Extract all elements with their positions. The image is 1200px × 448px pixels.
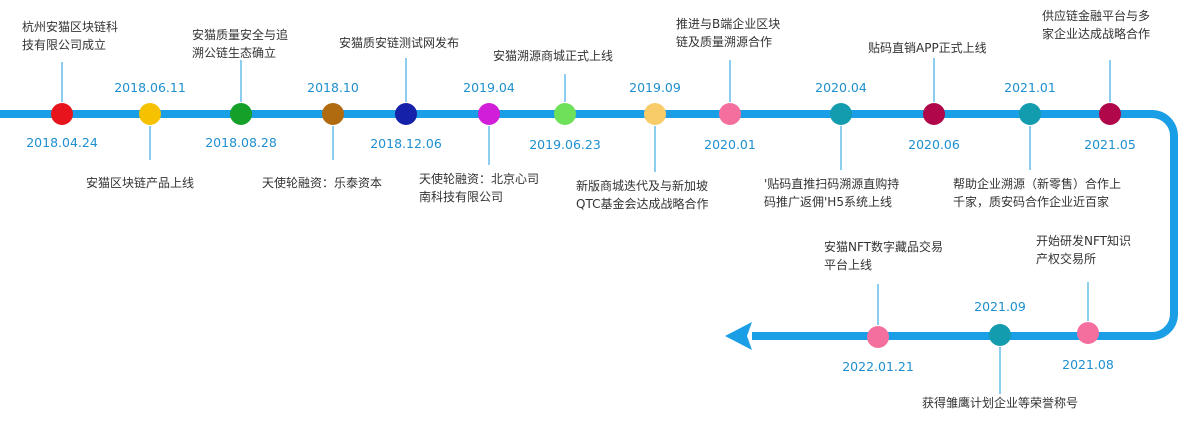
milestone-dot-2021-05 [1099,103,1121,125]
milestone-dot-2022-01-21 [867,326,889,348]
milestone-event: 杭州安猫区块链科技有限公司成立 [22,18,118,54]
milestone-date: 2019.04 [463,80,515,95]
milestone-event-line: 平台上线 [824,258,873,272]
milestone-dot-2020-04 [830,103,852,125]
milestone-event-line: 天使轮融资：北京心司 [419,172,540,186]
milestone-event-line: 天使轮融资：乐泰资本 [262,176,383,190]
milestone-date: 2021.01 [1004,80,1056,95]
milestone-dot-2021-09 [989,324,1011,346]
milestone-date: 2022.01.21 [842,359,914,374]
milestone-event-line: 技有限公司成立 [22,38,107,52]
milestone-dot-2021-08 [1077,322,1099,344]
milestone-event: 开始研发NFT知识产权交易所 [1036,232,1131,268]
milestone-date: 2019.06.23 [529,137,601,152]
milestone-event-line: 推进与B端企业区块 [676,17,781,31]
milestone-date: 2018.08.28 [205,135,277,150]
milestone-dot-2018-10 [322,103,344,125]
milestone-event-line: 新版商城迭代及与新加坡 [576,179,709,193]
milestone-event-line: 安猫溯源商城正式上线 [493,49,614,63]
milestone-event: 安猫质量安全与追溯公链生态确立 [192,26,288,62]
milestone-event: 贴码直销APP正式上线 [868,39,987,57]
milestone-event: 安猫区块链产品上线 [86,174,194,192]
milestone-date: 2019.09 [629,80,681,95]
milestone-event-line: 家企业达成战略合作 [1042,27,1151,41]
milestone-event-line: 获得雏鹰计划企业等荣誉称号 [922,396,1079,410]
milestone-event-line: 安猫区块链产品上线 [86,176,195,190]
milestone-event-line: 安猫NFT数字藏品交易 [824,240,943,254]
milestone-dot-2018-12-06 [395,103,417,125]
milestone-date: 2018.12.06 [370,136,442,151]
milestone-dot-2018-06-11 [139,103,161,125]
milestone-dot-2020-06 [923,103,945,125]
milestone-dot-2018-04-24 [51,103,73,125]
milestone-event: 帮助企业溯源（新零售）合作上千家，质安码合作企业近百家 [953,175,1121,211]
milestone-date: 2018.06.11 [114,80,186,95]
milestone-dot-2021-01 [1019,103,1041,125]
milestone-event: 推进与B端企业区块链及质量溯源合作 [676,15,780,51]
milestone-event-line: 帮助企业溯源（新零售）合作上 [953,177,1122,191]
milestone-dot-2018-08-28 [230,103,252,125]
milestone-event-line: 安猫质安链测试网发布 [339,36,460,50]
milestone-event: 天使轮融资：北京心司南科技有限公司 [419,170,539,206]
milestone-date: 2018.04.24 [26,135,98,150]
milestone-event-line: 码推广返佣'H5系统上线 [764,195,892,209]
milestone-event: '贴码直推扫码溯源直购持码推广返佣'H5系统上线 [764,175,899,211]
timeline-arrowhead [725,322,752,350]
milestone-event-line: '贴码直推扫码溯源直购持 [764,177,900,191]
milestone-event: 安猫NFT数字藏品交易平台上线 [824,238,943,274]
milestone-event-line: QTC基金会达成战略合作 [576,197,709,211]
milestone-date: 2020.04 [815,80,867,95]
milestone-event: 安猫质安链测试网发布 [339,34,459,52]
milestone-event-line: 产权交易所 [1036,252,1097,266]
milestone-dot-2019-06-23 [554,103,576,125]
milestone-dot-2019-09 [644,103,666,125]
milestone-event: 获得雏鹰计划企业等荣誉称号 [922,394,1078,412]
milestone-event-line: 链及质量溯源合作 [676,35,773,49]
milestone-date: 2020.06 [908,137,960,152]
milestone-date: 2020.01 [704,137,756,152]
milestone-event-line: 杭州安猫区块链科 [22,20,119,34]
milestone-event-line: 贴码直销APP正式上线 [868,41,987,55]
milestone-date: 2021.05 [1084,137,1136,152]
timeline-track [0,110,1178,340]
milestone-event-line: 安猫质量安全与追 [192,28,289,42]
milestone-event-line: 南科技有限公司 [419,190,504,204]
milestone-event-line: 千家，质安码合作企业近百家 [953,195,1110,209]
milestone-event-line: 溯公链生态确立 [192,46,277,60]
milestone-event: 新版商城迭代及与新加坡 QTC基金会达成战略合作 [576,177,708,213]
milestone-date: 2018.10 [307,80,359,95]
milestone-date: 2021.09 [974,299,1026,314]
milestone-date: 2021.08 [1062,357,1114,372]
milestone-event-line: 开始研发NFT知识 [1036,234,1131,248]
milestone-event: 安猫溯源商城正式上线 [493,47,613,65]
milestone-event-line: 供应链金融平台与多 [1042,9,1151,23]
milestone-dot-2019-04 [478,103,500,125]
milestone-dot-2020-01 [719,103,741,125]
milestone-event: 供应链金融平台与多家企业达成战略合作 [1042,7,1150,43]
milestone-event: 天使轮融资：乐泰资本 [262,174,382,192]
